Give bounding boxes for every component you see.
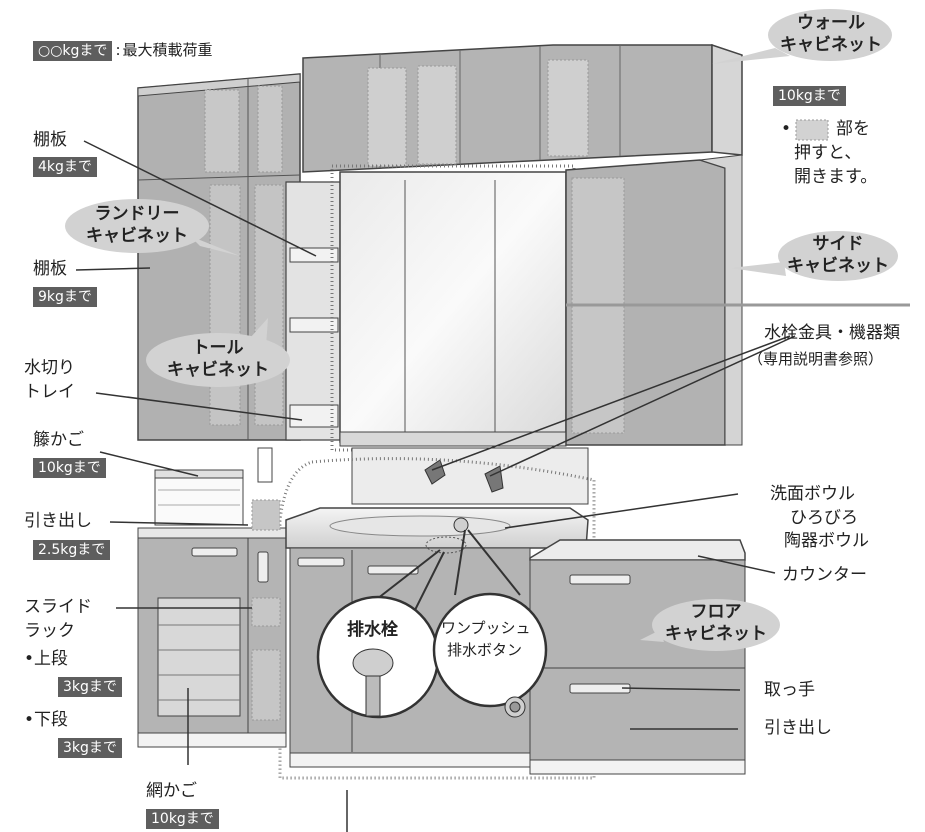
wall-note-press: 部を — [836, 119, 870, 139]
bubble-floor-cabinet-line2: キャビネット — [665, 624, 767, 644]
floor-cabinet — [529, 539, 746, 775]
bubble-floor-cabinet-line1: フロア — [690, 602, 742, 622]
bubble-side-cabinet-line1: サイド — [812, 234, 864, 254]
label-drain-tray-line1: 水切り — [24, 358, 75, 378]
tag-rattan-basket: 10kgまで — [33, 458, 106, 478]
label-push-button-line1: ワンプッシュ — [441, 619, 531, 637]
bubble-tall-cabinet: トール キャビネット — [153, 337, 283, 381]
label-bowl-line3: 陶器ボウル — [784, 531, 869, 551]
tag-mesh-basket: 10kgまで — [146, 809, 219, 829]
bubble-wall-cabinet-line2: キャビネット — [780, 35, 882, 55]
legend-tag: ○○kgまで — [33, 41, 113, 61]
label-shelf-top: 棚板 — [33, 130, 67, 150]
legend-text: 最大積載荷重 — [122, 41, 213, 59]
bubble-side-cabinet-line2: キャビネット — [787, 256, 889, 276]
push-button-callout — [432, 529, 548, 718]
label-faucet-line2: （専用説明書参照） — [748, 350, 884, 368]
tag-slide-rack-upper: 3kgまで — [58, 677, 122, 697]
label-drain-tray-line2: トレイ — [24, 382, 75, 402]
bubble-wall-cabinet-line1: ウォール — [797, 13, 865, 33]
bubble-shapes — [65, 9, 898, 651]
lower-left-cabinets — [137, 499, 287, 748]
wall-cabinet-load-tag: 10kgまで — [773, 86, 846, 106]
label-faucet-line1: 水栓金具・機器類 — [764, 323, 900, 343]
drain-plug-callout — [316, 549, 445, 719]
side-cabinet — [565, 154, 910, 446]
label-right-drawer: 引き出し — [764, 718, 832, 738]
wall-note-line3: 開きます。 — [794, 167, 878, 187]
label-slide-rack-lower: •下段 — [24, 710, 69, 730]
legend-separator: : — [115, 41, 121, 59]
tag-shelf-mid: 9kgまで — [33, 287, 97, 307]
bubble-laundry-cabinet: ランドリー キャビネット — [72, 203, 202, 247]
tag-shelf-top: 4kgまで — [33, 157, 97, 177]
bubble-tall-cabinet-line2: キャビネット — [167, 360, 269, 380]
wall-cabinet — [302, 43, 743, 173]
label-handle: 取っ手 — [764, 680, 815, 700]
faucet-area — [278, 447, 596, 780]
bubble-laundry-cabinet-line2: キャビネット — [86, 226, 188, 246]
label-shelf-mid: 棚板 — [33, 259, 67, 279]
leader-lines — [75, 140, 796, 832]
label-slide-rack-line1: スライド — [24, 597, 92, 617]
label-drain-plug: 排水栓 — [347, 620, 398, 640]
label-bowl-line2: ひろびろ — [790, 508, 858, 528]
wall-note-bullet: • — [781, 119, 792, 139]
label-bowl-line1: 洗面ボウル — [770, 484, 855, 504]
bubble-floor-cabinet: フロア キャビネット — [655, 601, 777, 645]
tag-slide-rack-lower: 3kgまで — [58, 738, 122, 758]
label-slide-rack-upper: •上段 — [24, 649, 69, 669]
legend: ○○kgまで:最大積載荷重 — [33, 40, 213, 62]
label-counter: カウンター — [782, 565, 867, 585]
label-left-drawer: 引き出し — [24, 511, 92, 531]
label-slide-rack-line2: ラック — [24, 621, 75, 641]
label-mesh-basket: 網かご — [146, 781, 197, 801]
label-rattan-basket: 籐かご — [33, 430, 84, 450]
bubble-tall-cabinet-line1: トール — [192, 338, 244, 358]
rattan-basket — [154, 447, 273, 526]
mirror-cabinet — [330, 164, 576, 452]
tag-left-drawer: 2.5kgまで — [33, 540, 111, 560]
bubble-laundry-cabinet-line1: ランドリー — [94, 204, 180, 224]
wall-note-line2: 押すと、 — [794, 143, 862, 163]
label-push-button-line2: 排水ボタン — [447, 641, 523, 659]
bubble-side-cabinet: サイド キャビネット — [780, 233, 896, 277]
bubble-wall-cabinet: ウォール キャビネット — [772, 12, 890, 56]
